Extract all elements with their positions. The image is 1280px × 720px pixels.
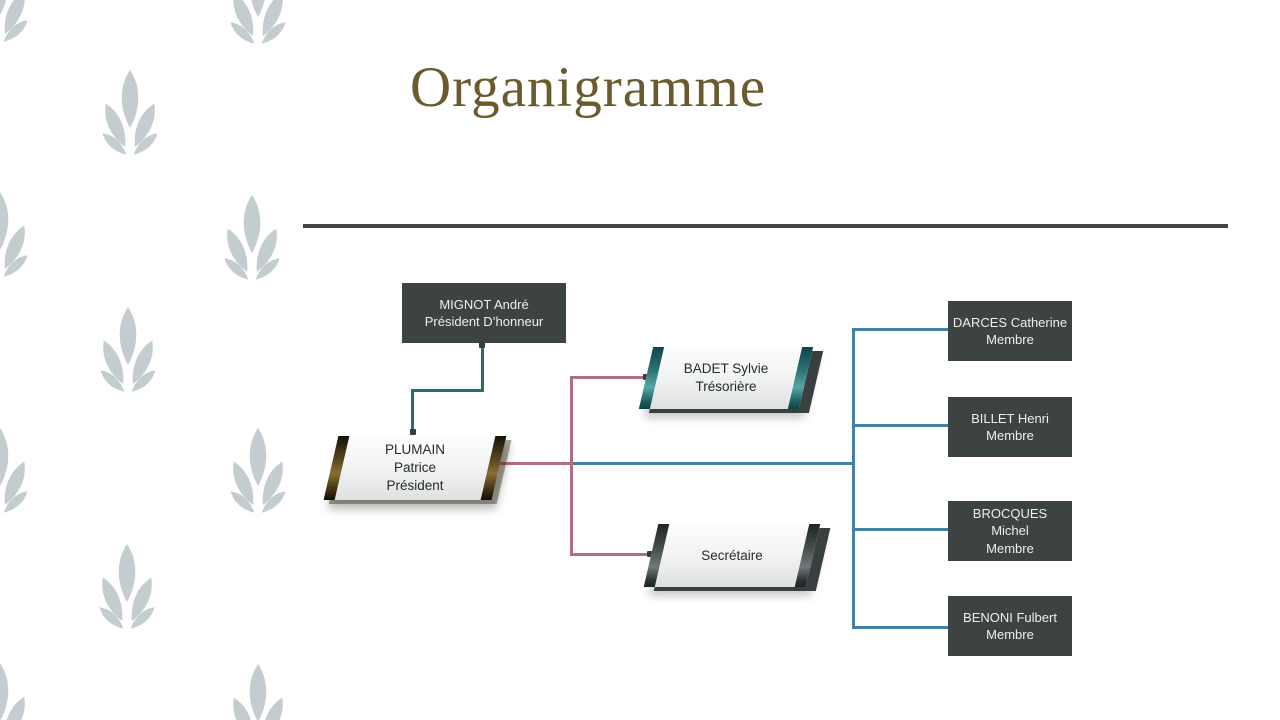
node-name: MIGNOT André <box>439 296 529 312</box>
connector-blue-benoni <box>852 626 948 629</box>
connector-dot <box>647 551 653 557</box>
connector-blue-spine <box>852 329 855 629</box>
node-role: Membre <box>986 627 1034 642</box>
connector-blue-billet <box>852 424 948 427</box>
node-name: BENONI Fulbert <box>963 609 1057 625</box>
node-label: Secrétaire <box>663 524 801 587</box>
node-role: Président D’honneur <box>424 314 544 329</box>
node-name2: Michel <box>991 523 1029 539</box>
connector-pink-secretaire <box>570 553 651 556</box>
org-node-darces[interactable]: DARCES Catherine Membre <box>948 301 1072 361</box>
title-divider <box>303 224 1228 228</box>
connector-pink-trunk <box>496 462 573 465</box>
node-role: Secrétaire <box>701 547 763 563</box>
org-node-billet[interactable]: BILLET Henri Membre <box>948 397 1072 457</box>
org-node-secretaire[interactable]: Secrétaire <box>643 524 821 587</box>
connector-teal-v2 <box>411 389 414 433</box>
connector-dot <box>410 429 416 435</box>
org-node-benoni[interactable]: BENONI Fulbert Membre <box>948 596 1072 656</box>
connector-pink-spine <box>570 376 573 556</box>
connector-pink-badet <box>570 376 647 379</box>
node-name2: Patrice <box>393 460 437 476</box>
node-label: PLUMAIN Patrice Président <box>343 436 487 500</box>
node-role: Membre <box>986 540 1034 556</box>
connector-teal-v1 <box>481 345 484 392</box>
node-role: Membre <box>986 428 1034 443</box>
node-name: BILLET Henri <box>971 410 1049 426</box>
node-label: BADET Sylvie Trésorière <box>658 347 794 409</box>
connector-blue-darces <box>852 328 948 331</box>
connector-dot <box>479 342 485 348</box>
node-name: BROCQUES <box>972 506 1048 522</box>
slide-title: Organigramme <box>410 56 767 119</box>
node-name: DARCES Catherine <box>952 314 1068 330</box>
node-role: Membre <box>986 332 1034 347</box>
org-node-badet[interactable]: BADET Sylvie Trésorière <box>638 347 814 409</box>
node-name: PLUMAIN <box>384 442 445 458</box>
connector-teal-h <box>411 389 484 392</box>
org-node-mignot[interactable]: MIGNOT André Président D’honneur <box>402 283 566 343</box>
org-node-brocques[interactable]: BROCQUES Michel Membre <box>948 501 1072 561</box>
connector-blue-trunk <box>496 462 855 465</box>
org-node-plumain[interactable]: PLUMAIN Patrice Président <box>323 436 507 500</box>
node-role: Président <box>386 477 444 493</box>
node-role: Trésorière <box>695 379 757 394</box>
node-name: BADET Sylvie <box>683 361 769 377</box>
connector-blue-brocques <box>852 528 948 531</box>
